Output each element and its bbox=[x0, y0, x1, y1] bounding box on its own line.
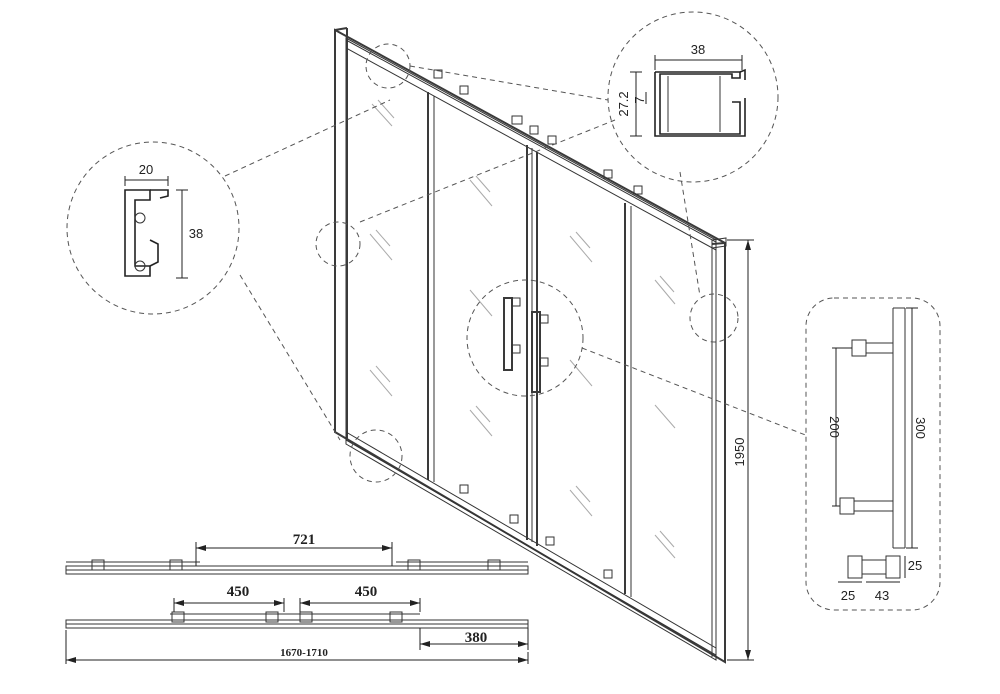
panel-a-label: 450 bbox=[227, 584, 250, 600]
top-rollers bbox=[433, 69, 643, 195]
sliding-door-frame bbox=[334, 27, 727, 664]
handle-length-label: 300 bbox=[913, 417, 928, 439]
height-label: 1950 bbox=[732, 438, 747, 467]
opening-label: 721 bbox=[293, 532, 316, 548]
leader-lines bbox=[224, 65, 809, 441]
side-profile-height-label: 38 bbox=[189, 226, 203, 241]
top-profile-width-label: 38 bbox=[691, 42, 705, 57]
top-profile-height-label-a: 27.2 bbox=[616, 91, 631, 116]
plan-view-open: 721 bbox=[65, 532, 529, 575]
glass-reflections bbox=[369, 99, 676, 559]
handle-detail: 200 300 25 43 25 bbox=[805, 297, 941, 611]
panel-dividers bbox=[427, 92, 632, 597]
door-handles bbox=[503, 297, 549, 393]
fixed-panel-label: 380 bbox=[465, 630, 488, 646]
handle-spacing-label: 200 bbox=[827, 416, 842, 438]
height-dimension: 1950 bbox=[727, 239, 754, 661]
top-profile-detail: 38 27.2 7 bbox=[607, 11, 779, 183]
panel-b-label: 450 bbox=[355, 584, 378, 600]
side-profile-detail: 20 38 bbox=[66, 141, 240, 315]
handle-depth-label: 43 bbox=[875, 588, 889, 603]
handle-standoff-label: 25 bbox=[908, 558, 922, 573]
side-profile-width-label: 20 bbox=[139, 162, 153, 177]
bottom-guides bbox=[459, 484, 613, 579]
plan-view-closed: 450 450 380 1670-1710 bbox=[65, 584, 529, 664]
overall-width-label: 1670-1710 bbox=[280, 647, 328, 659]
handle-diameter-label: 25 bbox=[841, 588, 855, 603]
top-profile-height-label-b: 7 bbox=[632, 96, 647, 103]
